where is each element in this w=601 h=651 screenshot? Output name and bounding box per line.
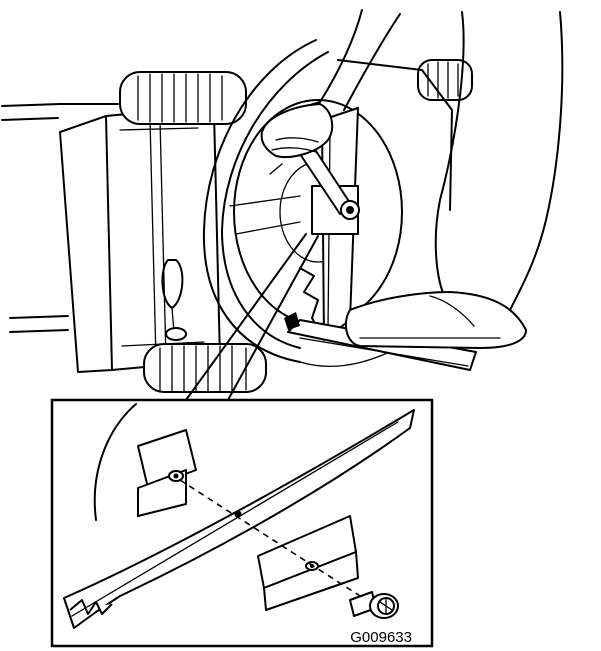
mower-scene — [2, 10, 562, 400]
figure-id-label: G009633 — [350, 629, 412, 646]
rear-wheel-bottom — [144, 344, 266, 392]
front-wheel-far — [418, 60, 472, 100]
grass-bag — [60, 110, 220, 372]
rear-wheel-top — [120, 72, 246, 124]
detail-callout-box: G009633 — [52, 400, 432, 646]
axle-linkage — [162, 260, 186, 340]
